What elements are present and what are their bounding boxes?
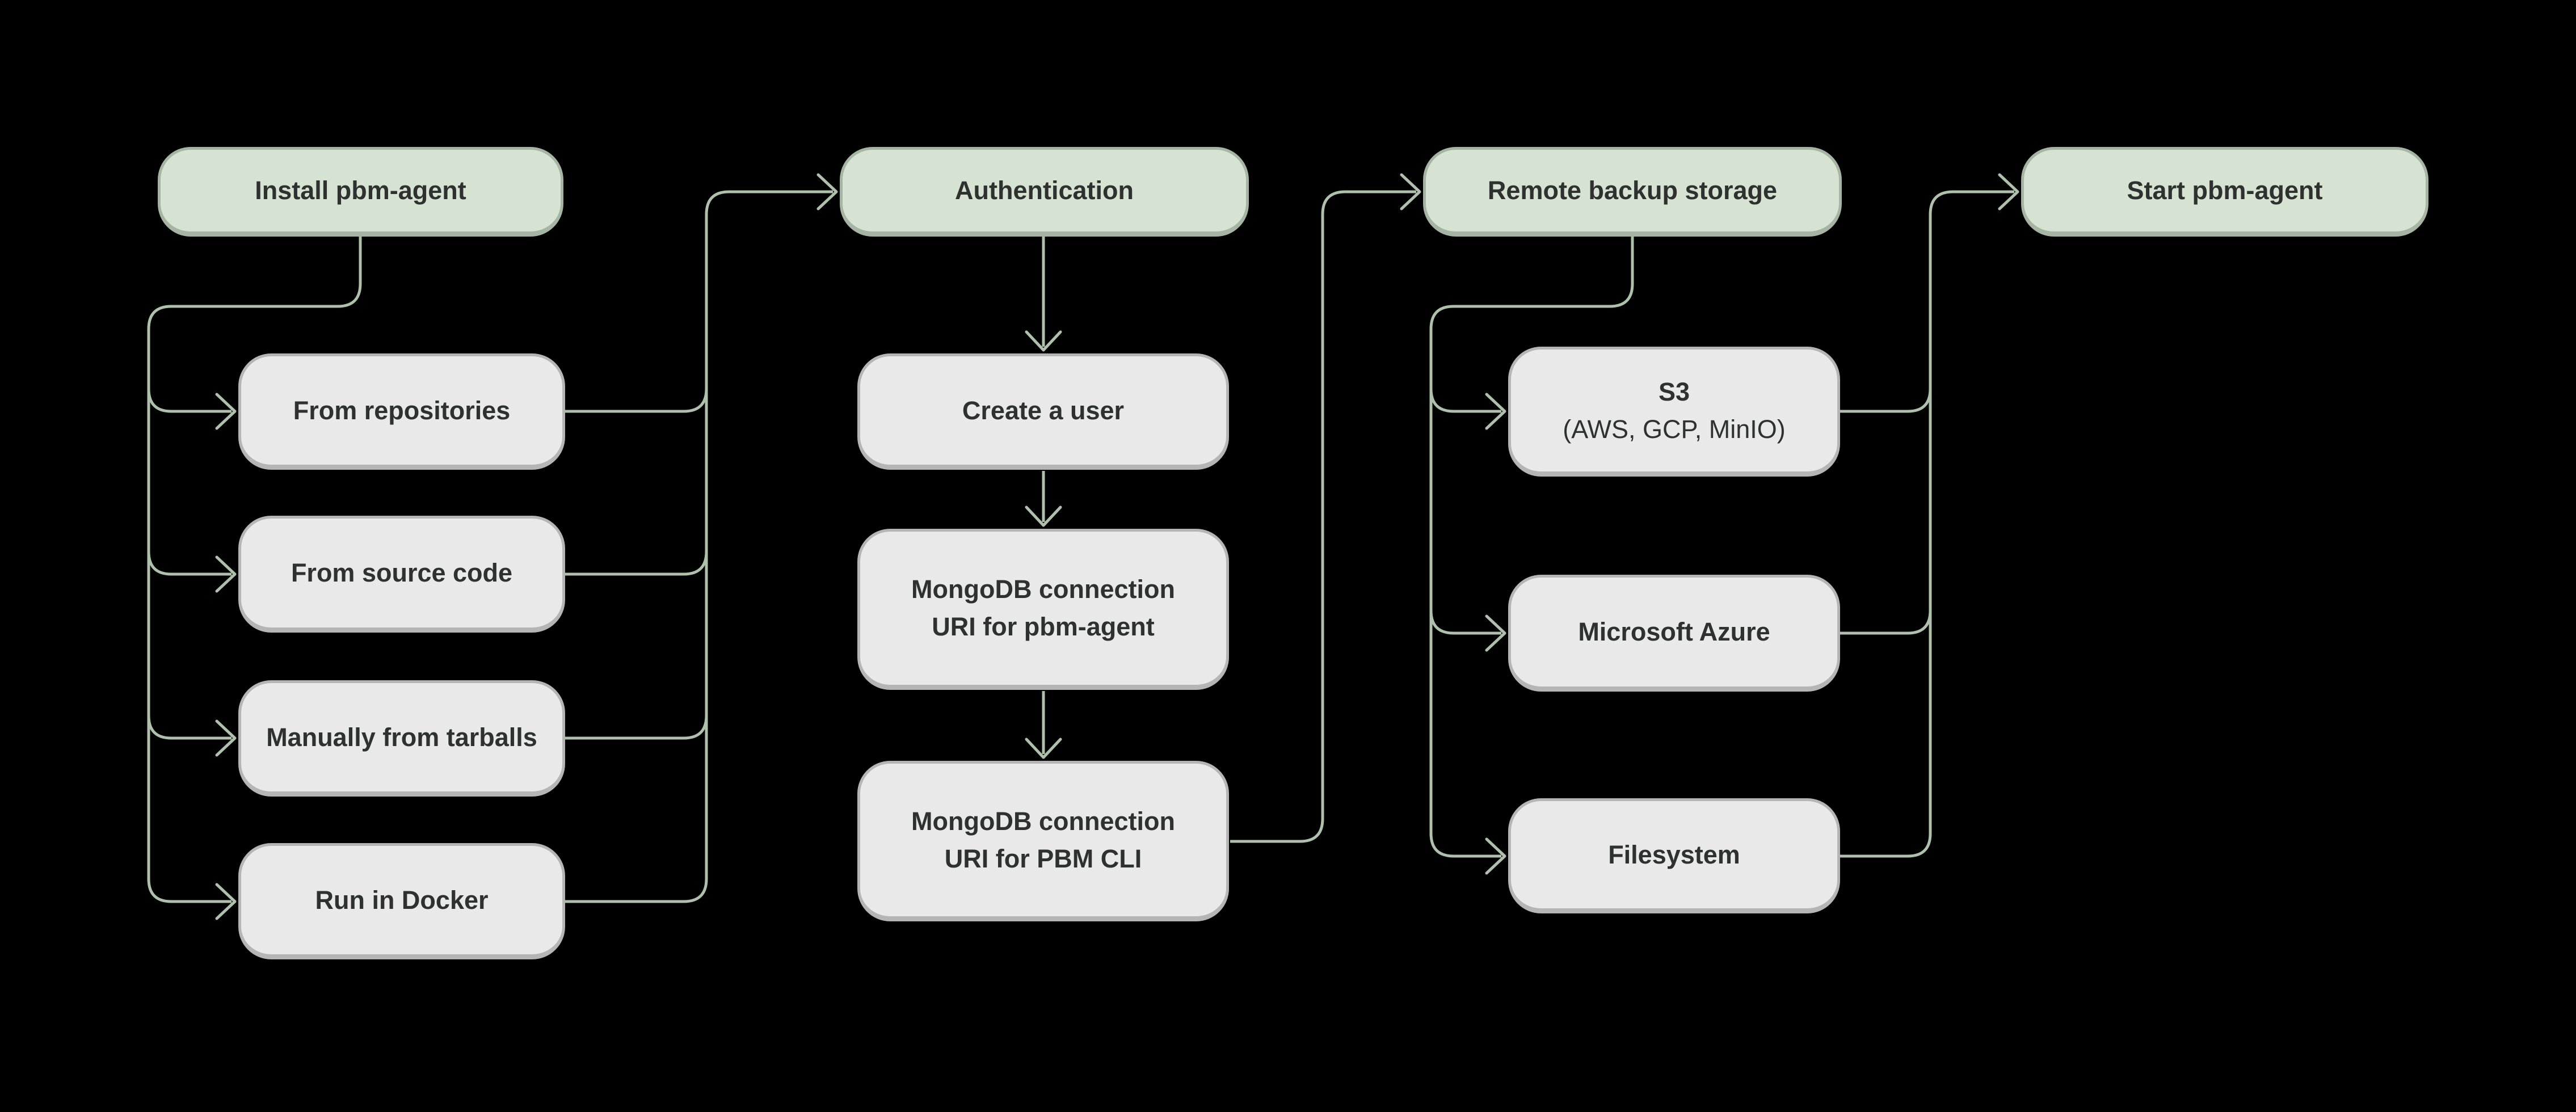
arrowhead-icon (1485, 614, 1506, 652)
connector-line (147, 551, 231, 576)
node-label: Install pbm-agent (255, 176, 466, 205)
node-filesystem: Filesystem (1508, 798, 1840, 913)
node-label: Authentication (955, 176, 1134, 205)
node-run-in-docker: Run in Docker (238, 843, 565, 959)
connector-line (1429, 610, 1501, 635)
node-label: Remote backup storage (1487, 176, 1778, 205)
node-start-pbm-agent: Start pbm-agent (2021, 147, 2428, 237)
node-from-repositories: From repositories (238, 353, 565, 470)
node-remote-backup-storage: Remote backup storage (1423, 147, 1842, 237)
node-label: From repositories (293, 395, 511, 425)
arrowhead-icon (816, 173, 838, 210)
connector-line (1840, 190, 2014, 858)
node-create-a-user: Create a user (857, 353, 1229, 470)
node-label: MongoDB connection URI for pbm-agent (911, 575, 1175, 641)
connector-line (1840, 610, 1932, 635)
node-label: Manually from tarballs (266, 722, 537, 752)
node-label: MongoDB connection URI for PBM CLI (911, 806, 1175, 873)
arrowhead-icon (215, 555, 237, 593)
connector-line (1840, 388, 1932, 413)
arrowhead-icon (1025, 738, 1062, 759)
connector-line (147, 237, 362, 903)
node-manually-from-tarballs: Manually from tarballs (238, 680, 565, 797)
node-s3: S3 (AWS, GCP, MinIO) (1508, 347, 1840, 477)
arrowhead-icon (1485, 837, 1506, 875)
connector-line (1230, 190, 1416, 843)
node-label: Run in Docker (315, 885, 489, 915)
node-label: S3 (1658, 377, 1690, 406)
node-label: Create a user (962, 395, 1125, 425)
connector-group (147, 190, 2014, 903)
connector-line (565, 190, 833, 903)
connector-line (1429, 388, 1501, 413)
arrowhead-icon (215, 719, 237, 757)
node-from-source-code: From source code (238, 516, 565, 633)
arrowhead-icon (1400, 173, 1421, 210)
arrowhead-icon (1025, 506, 1062, 527)
arrowhead-icon (215, 883, 237, 920)
arrowhead-icon (1025, 330, 1062, 352)
connector-line (147, 715, 231, 740)
node-label: From source code (291, 558, 513, 587)
node-mongodb-uri-pbm-cli: MongoDB connection URI for PBM CLI (857, 761, 1229, 921)
node-authentication: Authentication (840, 147, 1249, 237)
node-mongodb-uri-pbm-agent: MongoDB connection URI for pbm-agent (857, 529, 1229, 690)
node-label: Start pbm-agent (2127, 176, 2323, 205)
arrowhead-icon (1485, 393, 1506, 430)
node-install-pbm-agent: Install pbm-agent (158, 147, 563, 237)
node-label: Filesystem (1608, 840, 1740, 869)
arrowhead-icon (1998, 173, 2019, 210)
connector-line (565, 715, 708, 740)
arrowhead-icon (215, 393, 237, 430)
connector-line (565, 388, 708, 413)
connector-line (147, 388, 231, 413)
node-microsoft-azure: Microsoft Azure (1508, 575, 1840, 692)
node-label: Microsoft Azure (1578, 617, 1770, 646)
connector-line (565, 551, 708, 576)
arrowheads-group (215, 173, 2019, 920)
node-sublabel: (AWS, GCP, MinIO) (1563, 414, 1786, 444)
connector-line (1429, 237, 1634, 858)
